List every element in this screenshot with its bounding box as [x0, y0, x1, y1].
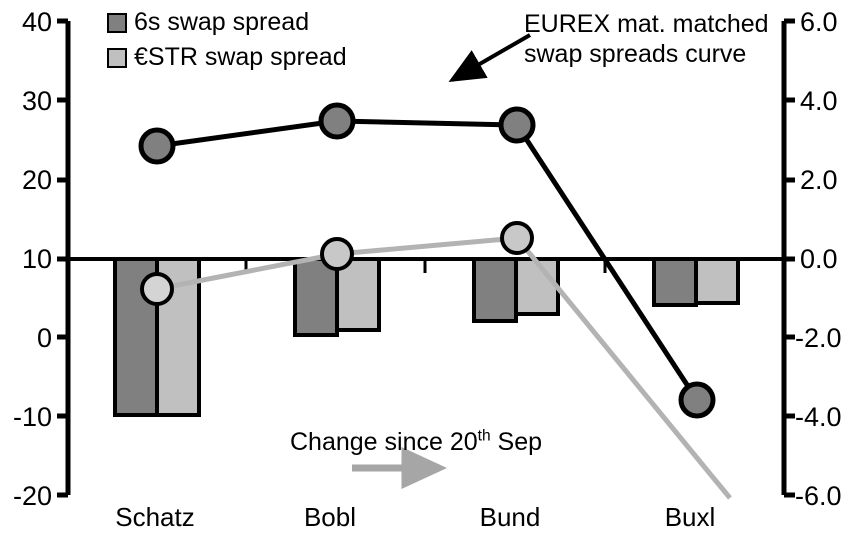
right-axis-tick-neg6: -6.0: [795, 481, 842, 511]
marker-eurex-bund: [498, 106, 536, 144]
right-axis-tick-neg4: -4.0: [795, 402, 842, 432]
right-axis-tick-6: 6.0: [800, 7, 838, 37]
left-axis-spine: [57, 18, 71, 498]
left-axis-tick-20: 20: [21, 165, 52, 195]
eurex-callout-text: EUREX mat. matched swap spreads curve: [524, 10, 769, 69]
bar-6s-bund: [472, 257, 518, 323]
legend-item-estr-swap-spread: €STR swap spread: [107, 45, 347, 70]
marker-change-bobl: [320, 237, 354, 271]
legend-label-6s: 6s swap spread: [134, 8, 310, 36]
bar-estr-buxl: [694, 257, 740, 305]
change-callout-sup: th: [477, 427, 491, 445]
category-label-schatz: Schatz: [115, 502, 195, 532]
eurex-callout-line1: EUREX mat. matched: [524, 10, 769, 38]
marker-change-bund: [500, 221, 534, 255]
marker-eurex-bobl: [318, 102, 356, 140]
left-axis-tick-10: 10: [21, 244, 52, 274]
bar-estr-bund: [514, 257, 560, 316]
bar-6s-buxl: [652, 257, 698, 307]
left-axis-tick-30: 30: [21, 86, 52, 116]
legend-swatch-icon-estr: [107, 47, 127, 68]
left-axis-tick-neg10: -10: [12, 402, 52, 432]
legend-swatch-icon-6s: [107, 12, 127, 33]
right-axis-tick-neg2: -2.0: [795, 323, 842, 353]
left-axis-tick-0: 0: [36, 323, 52, 353]
right-axis-tick-0: 0.0: [800, 244, 838, 274]
line-change-since-sep: [156, 235, 732, 500]
legend-label-estr: €STR swap spread: [134, 43, 347, 71]
right-axis-tick-4: 4.0: [800, 86, 838, 116]
change-callout-prefix: Change since 20: [290, 428, 478, 456]
category-label-bund: Bund: [479, 502, 541, 532]
bar-6s-bobl: [293, 257, 339, 337]
left-axis-tick-40: 40: [21, 7, 52, 37]
category-label-bobl: Bobl: [303, 502, 357, 532]
change-callout-suffix: Sep: [490, 428, 543, 456]
category-label-buxl: Buxl: [664, 502, 716, 532]
marker-eurex-schatz: [138, 127, 176, 165]
left-axis-tick-neg20: -20: [12, 481, 52, 511]
line-eurex-curve: [156, 118, 700, 402]
eurex-callout-arrow-icon: [448, 33, 531, 82]
bar-estr-bobl: [335, 257, 381, 332]
eurex-callout-line2: swap spreads curve: [524, 39, 747, 68]
change-callout-text: Change since 20th Sep: [290, 428, 542, 458]
marker-eurex-buxl: [678, 381, 716, 419]
marker-change-schatz: [140, 272, 174, 306]
right-axis-tick-2: 2.0: [800, 165, 838, 195]
legend-item-6s-swap-spread: 6s swap spread: [107, 10, 309, 35]
